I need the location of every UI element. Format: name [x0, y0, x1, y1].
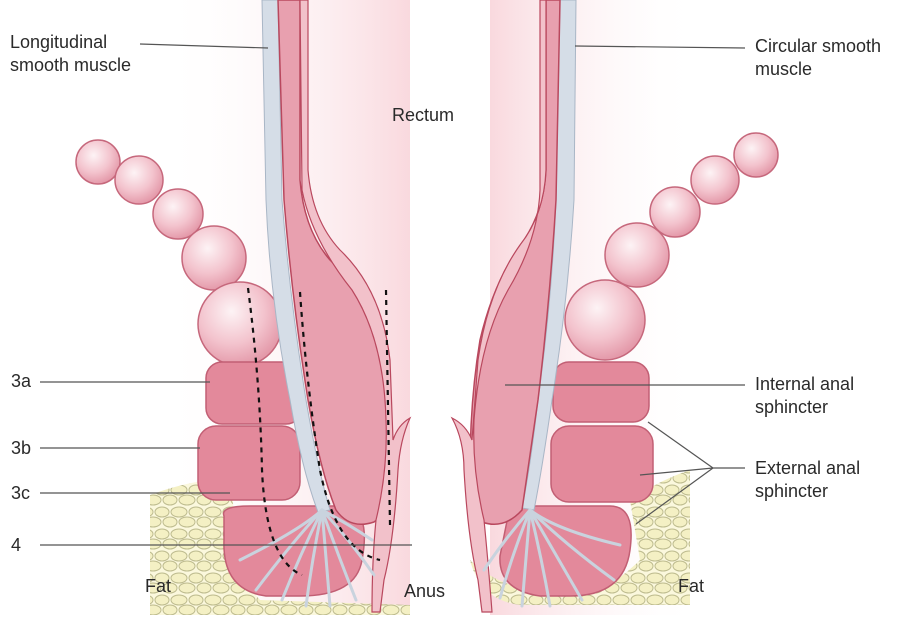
label-grade-3b: 3b	[11, 437, 31, 460]
label-grade-3c: 3c	[11, 482, 30, 505]
label-grade-3a: 3a	[11, 370, 31, 393]
label-anus: Anus	[404, 580, 445, 603]
label-grade-4: 4	[11, 534, 21, 557]
label-longitudinal-smooth-muscle: Longitudinal smooth muscle	[10, 31, 131, 77]
label-external-anal-sphincter: External anal sphincter	[755, 457, 860, 503]
label-internal-anal-sphincter: Internal anal sphincter	[755, 373, 854, 419]
label-rectum: Rectum	[392, 104, 454, 127]
label-circular-smooth-muscle: Circular smooth muscle	[755, 35, 881, 81]
label-fat-left: Fat	[145, 575, 171, 598]
label-fat-right: Fat	[678, 575, 704, 598]
